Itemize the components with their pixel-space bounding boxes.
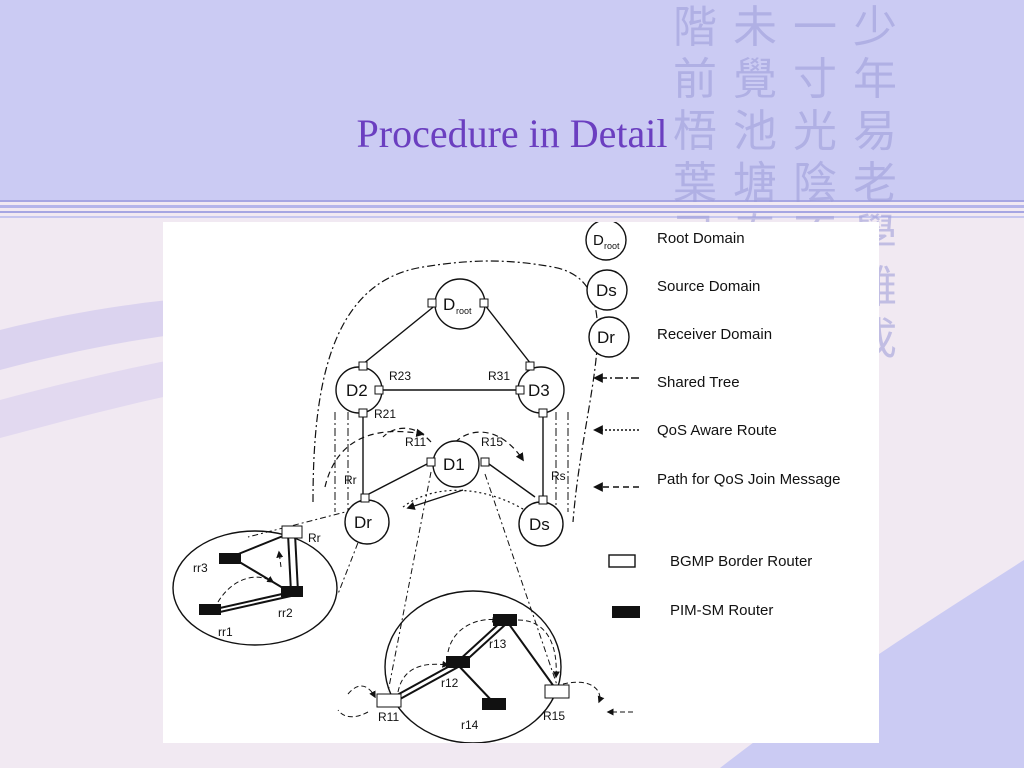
domain-d1-node: D1 xyxy=(426,440,490,488)
svg-text:Ds: Ds xyxy=(529,515,550,534)
svg-text:Rr: Rr xyxy=(308,531,321,545)
svg-text:root: root xyxy=(456,306,472,316)
svg-text:r13: r13 xyxy=(489,637,507,651)
svg-text:Receiver Domain: Receiver Domain xyxy=(657,326,772,343)
svg-text:Path for QoS Join Message: Path for QoS Join Message xyxy=(657,471,840,488)
svg-text:D3: D3 xyxy=(528,381,550,400)
network-diagram: D root D2 R23 R21 D3 R31 D1 R11 R15 Dr R… xyxy=(163,222,879,743)
svg-text:QoS Aware Route: QoS Aware Route xyxy=(657,422,777,439)
legend: D root Root Domain Ds Source Domain Dr R… xyxy=(585,222,840,619)
domain-d3-node: D3 xyxy=(515,361,565,418)
svg-text:BGMP Border Router: BGMP Border Router xyxy=(670,553,812,570)
svg-text:Dr: Dr xyxy=(354,513,372,532)
svg-text:rr3: rr3 xyxy=(193,561,208,575)
svg-text:r12: r12 xyxy=(441,676,459,690)
svg-text:Source Domain: Source Domain xyxy=(657,278,760,295)
svg-text:R15: R15 xyxy=(543,709,565,723)
svg-text:D1: D1 xyxy=(443,455,465,474)
legend-root-domain: D root Root Domain xyxy=(585,222,745,261)
root-domain-node: D root xyxy=(427,278,489,330)
router-label-r31: R31 xyxy=(488,369,510,383)
zoom-lines xyxy=(247,471,559,693)
legend-qos-join-message: Path for QoS Join Message xyxy=(593,471,840,492)
svg-text:Shared Tree: Shared Tree xyxy=(657,374,740,391)
svg-text:root: root xyxy=(604,241,620,251)
shared-tree-lines xyxy=(334,412,569,512)
receiver-domain-zoom: Rr rr3 rr2 rr1 xyxy=(172,525,338,646)
svg-text:rr2: rr2 xyxy=(278,606,293,620)
legend-qos-aware-route: QoS Aware Route xyxy=(593,422,777,439)
domain-d2-node: D2 xyxy=(335,361,384,418)
qos-aware-route xyxy=(402,489,529,513)
legend-source-domain: Ds Source Domain xyxy=(586,269,760,311)
svg-text:D2: D2 xyxy=(346,381,368,400)
svg-text:rr1: rr1 xyxy=(218,625,233,639)
qos-join-arrows xyxy=(324,427,524,488)
router-label-rr: Rr xyxy=(344,473,357,487)
source-domain-node: Ds xyxy=(518,495,564,547)
d1-domain-zoom: R11 r12 r13 r14 R15 xyxy=(337,590,633,743)
router-label-rs: Rs xyxy=(551,469,566,483)
router-label-r23: R23 xyxy=(389,369,411,383)
svg-text:Dr: Dr xyxy=(597,328,615,347)
domain-links xyxy=(362,303,544,500)
slide-title: Procedure in Detail xyxy=(356,111,668,156)
svg-text:Root Domain: Root Domain xyxy=(657,230,745,247)
legend-pim-sm-router: PIM-SM Router xyxy=(612,602,773,619)
svg-text:PIM-SM Router: PIM-SM Router xyxy=(670,602,773,619)
receiver-domain-node: Dr xyxy=(344,493,390,545)
svg-text:D: D xyxy=(443,295,455,314)
shared-tree-envelope xyxy=(312,260,599,523)
legend-receiver-domain: Dr Receiver Domain xyxy=(588,316,772,358)
svg-text:Ds: Ds xyxy=(596,281,617,300)
header-band xyxy=(0,0,1024,200)
svg-text:R11: R11 xyxy=(378,710,399,724)
router-label-r15: R15 xyxy=(481,435,503,449)
router-label-r21: R21 xyxy=(374,407,396,421)
router-label-r11: R11 xyxy=(405,435,426,449)
header-stripes xyxy=(0,200,1024,220)
legend-shared-tree: Shared Tree xyxy=(593,373,740,391)
legend-bgmp-border-router: BGMP Border Router xyxy=(608,553,812,570)
svg-text:D: D xyxy=(593,232,604,249)
svg-text:r14: r14 xyxy=(461,718,479,732)
